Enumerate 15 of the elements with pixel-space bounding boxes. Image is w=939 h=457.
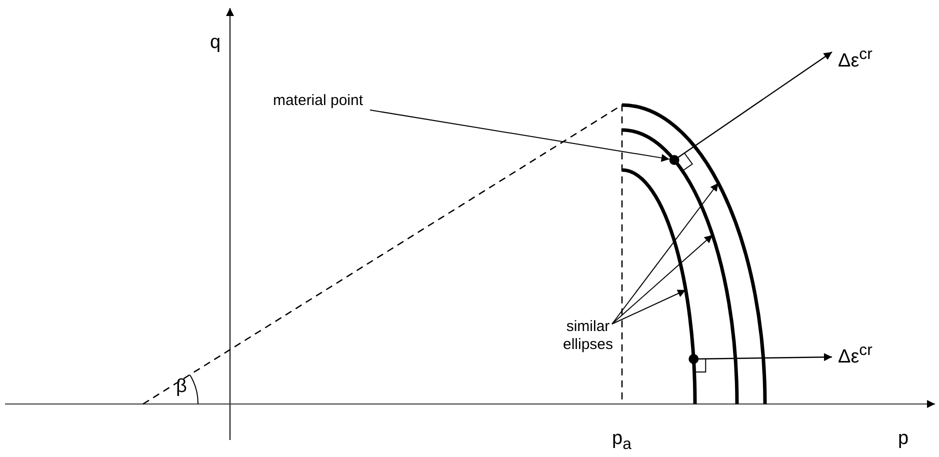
ellipse-arc — [622, 103, 767, 404]
leader-line — [612, 182, 719, 324]
axis-label: q — [210, 34, 221, 52]
axis-label: p — [898, 430, 909, 448]
ellipse-arc — [622, 168, 697, 404]
ellipse-arc — [622, 128, 739, 404]
angle-label: β — [176, 378, 187, 396]
leader-line — [370, 110, 670, 162]
text-label: material point — [262, 92, 374, 110]
strain-increment-label: Δε$^{cr}$ — [838, 46, 872, 70]
strain-increment-label: Δε$^{cr}$ — [838, 342, 872, 366]
text-label: similar ellipses — [548, 318, 628, 354]
leader-line — [612, 234, 714, 324]
leader-line — [612, 290, 686, 324]
axis-tick-label: p$_{a}$ — [612, 430, 632, 454]
